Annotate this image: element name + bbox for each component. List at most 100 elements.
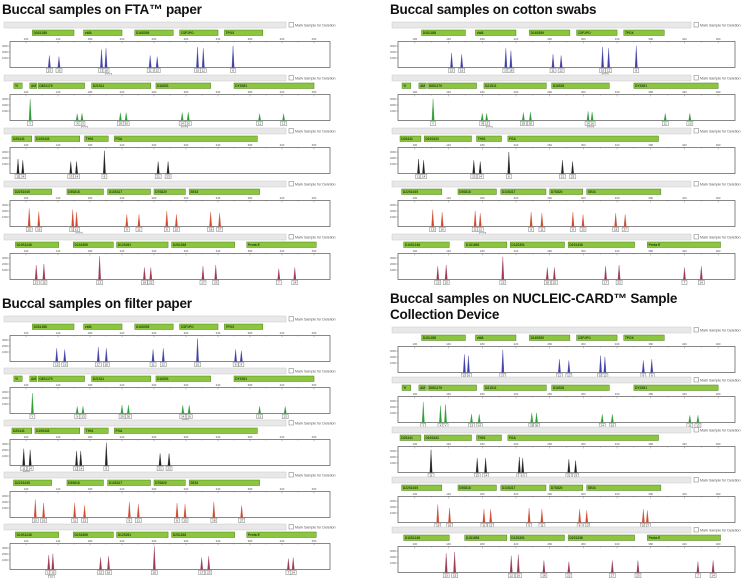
locus-label: D1S1656 xyxy=(75,243,89,247)
mark-deletion-checkbox[interactable] xyxy=(693,234,699,240)
mark-deletion-checkbox[interactable] xyxy=(288,128,294,134)
mark-deletion-checkbox[interactable] xyxy=(693,427,699,433)
x-tick-label: 140 xyxy=(56,487,61,491)
x-tick-label: 460 xyxy=(312,143,317,147)
trace-header-strip xyxy=(3,419,287,427)
allele-label-text: 13 xyxy=(69,175,73,179)
locus-label: YI xyxy=(15,377,18,381)
locus-label: D22S1045 xyxy=(403,190,418,194)
x-tick-label: 340 xyxy=(615,492,620,496)
x-tick-label: 260 xyxy=(547,342,552,346)
y-tick-label: 2000 xyxy=(390,355,396,359)
allele-peak xyxy=(291,557,295,570)
allele-peak xyxy=(530,412,534,423)
locus-label: D18S51 xyxy=(157,377,169,381)
mark-deletion-label: Mark Sample for Deletion xyxy=(700,129,741,133)
x-tick-label: 420 xyxy=(682,442,687,446)
mark-deletion-checkbox[interactable] xyxy=(693,22,699,28)
mark-deletion-label: Mark Sample for Deletion xyxy=(295,317,336,321)
x-tick-label: 100 xyxy=(413,492,418,496)
mark-deletion-checkbox[interactable] xyxy=(288,75,294,81)
allele-label xyxy=(40,518,47,523)
allele-peak xyxy=(571,212,575,227)
mark-deletion-checkbox[interactable] xyxy=(288,420,294,426)
allele-label-text: 9 xyxy=(528,524,530,528)
mark-deletion-checkbox[interactable] xyxy=(693,128,699,134)
panel-cotton-swabs: Buccal samples on cotton swabs Mark Samp… xyxy=(390,2,741,287)
plot-area xyxy=(9,41,331,68)
y-tick-label: 2000 xyxy=(2,552,8,556)
mark-deletion-checkbox[interactable] xyxy=(288,234,294,240)
allele-label-text: 30 xyxy=(535,424,539,428)
mark-deletion-checkbox[interactable] xyxy=(288,316,294,322)
x-tick-label: 340 xyxy=(615,392,620,396)
locus-label: vWA xyxy=(477,336,485,340)
x-tick-label: 220 xyxy=(514,442,519,446)
allele-label-text: 10 xyxy=(196,363,200,367)
allele-peak xyxy=(509,555,513,573)
x-tick-label: 380 xyxy=(248,249,253,253)
locus-label: TH01 xyxy=(86,137,94,141)
allele-label-text: 15 xyxy=(450,69,454,73)
allele-peak xyxy=(42,503,45,518)
x-tick-label: 460 xyxy=(716,442,721,446)
mark-deletion-checkbox[interactable] xyxy=(693,377,699,383)
trace-header-strip xyxy=(391,233,692,241)
allele-label-text: 29 xyxy=(120,415,124,419)
allele-peak xyxy=(472,160,476,174)
locus-label: DYS391 xyxy=(635,386,647,390)
mark-deletion-checkbox[interactable] xyxy=(693,327,699,333)
allele-peak xyxy=(103,150,106,174)
x-tick-label: 220 xyxy=(514,542,519,546)
allele-peak xyxy=(22,448,26,466)
mark-deletion-checkbox[interactable] xyxy=(693,181,699,187)
allele-peak xyxy=(75,161,78,174)
allele-label-text: 18 xyxy=(212,519,216,523)
allele-peak xyxy=(460,54,464,68)
allele-label xyxy=(73,174,80,179)
mark-deletion-checkbox[interactable] xyxy=(288,368,294,374)
mark-deletion-checkbox[interactable] xyxy=(693,527,699,533)
x-tick-label: 460 xyxy=(716,342,721,346)
allele-label-text: 30 xyxy=(529,122,533,126)
y-tick-label: 1000 xyxy=(390,215,396,219)
plot-area xyxy=(397,94,736,121)
x-tick-label: 180 xyxy=(480,143,485,147)
allele-label xyxy=(520,121,527,126)
y-tick-label: 2000 xyxy=(390,156,396,160)
locus-marker-bar xyxy=(424,434,472,441)
x-tick-label: 300 xyxy=(184,143,189,147)
allele-peak xyxy=(75,212,78,227)
trace-header-strip xyxy=(3,315,287,323)
allele-peak xyxy=(282,113,285,121)
locus-label: D16S539 xyxy=(531,31,545,35)
locus-label: D8S1179 xyxy=(39,84,52,88)
locus-marker-bar xyxy=(576,334,618,341)
allele-label-text: 27 xyxy=(240,519,244,523)
x-tick-label: 260 xyxy=(152,196,157,200)
x-tick-label: 260 xyxy=(547,392,552,396)
allele-peak xyxy=(467,355,470,373)
mark-deletion-checkbox[interactable] xyxy=(288,22,294,28)
x-tick-label: 260 xyxy=(547,542,552,546)
mark-deletion-checkbox[interactable] xyxy=(693,477,699,483)
allele-peak xyxy=(196,47,199,68)
allele-label-text: 14 xyxy=(601,424,605,428)
locus-marker-bar xyxy=(246,241,317,248)
locus-marker-bar xyxy=(647,241,721,248)
allele-peak xyxy=(696,415,700,423)
x-tick-label: 100 xyxy=(413,143,418,147)
mark-deletion-checkbox[interactable] xyxy=(693,75,699,81)
mark-deletion-checkbox[interactable] xyxy=(288,181,294,187)
mark-deletion-checkbox[interactable] xyxy=(288,472,294,478)
x-tick-label: 180 xyxy=(88,90,93,94)
allele-label xyxy=(280,121,287,126)
locus-marker-bar xyxy=(633,82,719,89)
allele-peak xyxy=(463,354,466,373)
mark-deletion-checkbox[interactable] xyxy=(288,524,294,530)
x-tick-label: 460 xyxy=(312,331,317,335)
allele-peak xyxy=(127,405,130,414)
allele-label xyxy=(25,227,33,232)
